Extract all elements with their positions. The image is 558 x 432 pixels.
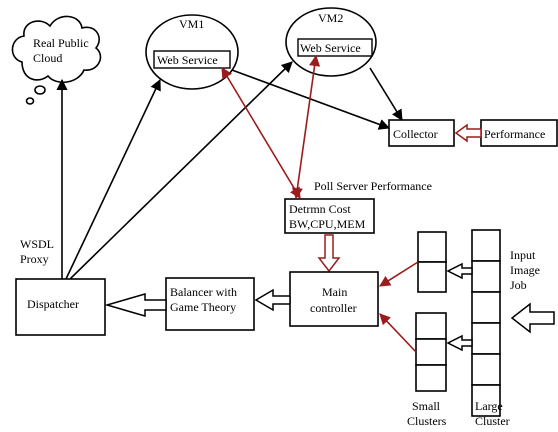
vm2-to-collector-arrow <box>369 67 403 121</box>
input-job-arrow <box>510 302 555 334</box>
large-to-small-top-arrow <box>446 262 473 280</box>
performance-label: Performance <box>484 127 545 141</box>
vm2-title: VM2 <box>318 11 343 25</box>
performance-box: Performance <box>480 119 558 147</box>
main-controller-box: Main controller <box>289 271 379 327</box>
main-controller-line1: Main <box>322 285 347 299</box>
input-label-line3: Job <box>510 278 527 292</box>
cloud-label-line2: Cloud <box>33 51 62 65</box>
dispatcher-to-vm1-arrow <box>65 78 161 280</box>
controller-to-balancer-arrow <box>254 288 291 312</box>
large-cluster <box>471 229 501 417</box>
large-cluster-line2: Cluster <box>475 414 510 428</box>
vm2-node: VM2 Web Service <box>285 7 377 77</box>
input-label-line2: Image <box>510 263 540 277</box>
real-public-cloud: Real Public Cloud <box>11 15 102 105</box>
small-top-to-controller-arrow <box>379 261 419 287</box>
balancer-line1: Balancer with <box>170 285 237 299</box>
vm1-title: VM1 <box>179 17 204 31</box>
performance-to-collector-arrow <box>454 123 482 143</box>
main-controller-line2: controller <box>310 301 357 315</box>
balancer-box: Balancer with Game Theory <box>165 277 255 331</box>
determine-cost-line1: Detrmn Cost <box>289 202 351 216</box>
vm1-node: VM1 Web Service <box>145 14 239 90</box>
balancer-line2: Game Theory <box>170 300 236 314</box>
determine-cost-box: Detrmn Cost BW,CPU,MEM <box>284 198 375 234</box>
small-clusters-line2: Clusters <box>407 414 447 428</box>
small-bottom-to-controller-arrow <box>379 313 417 353</box>
wsdl-label-line2: Proxy <box>20 252 49 266</box>
dispatcher-box: Dispatcher <box>15 278 106 336</box>
vm2-web-service-label: Web Service <box>300 41 361 55</box>
vm2-poll-arrow <box>291 54 321 200</box>
small-cluster-bottom <box>415 312 447 392</box>
cloud-label-line1: Real Public <box>33 36 89 50</box>
vm1-web-service-label: Web Service <box>157 53 218 67</box>
cost-to-controller-arrow <box>317 234 341 273</box>
collector-label: Collector <box>393 127 438 141</box>
collector-box: Collector <box>388 119 455 147</box>
large-to-small-bottom-arrow <box>446 334 473 352</box>
balancer-to-dispatcher-arrow <box>104 293 167 317</box>
large-cluster-line1: Large <box>475 399 503 413</box>
small-cluster-top <box>417 231 447 293</box>
dispatcher-to-vm2-arrow <box>69 61 293 280</box>
poll-server-performance-label: Poll Server Performance <box>314 179 432 193</box>
dispatcher-label: Dispatcher <box>27 297 79 311</box>
small-clusters-line1: Small <box>412 399 441 413</box>
determine-cost-line2: BW,CPU,MEM <box>289 217 366 231</box>
red-connectors <box>221 54 419 353</box>
connectors <box>56 61 403 280</box>
vm1-poll-arrow <box>221 67 301 199</box>
input-label-line1: Input <box>510 248 536 262</box>
wsdl-label-line1: WSDL <box>20 237 54 251</box>
